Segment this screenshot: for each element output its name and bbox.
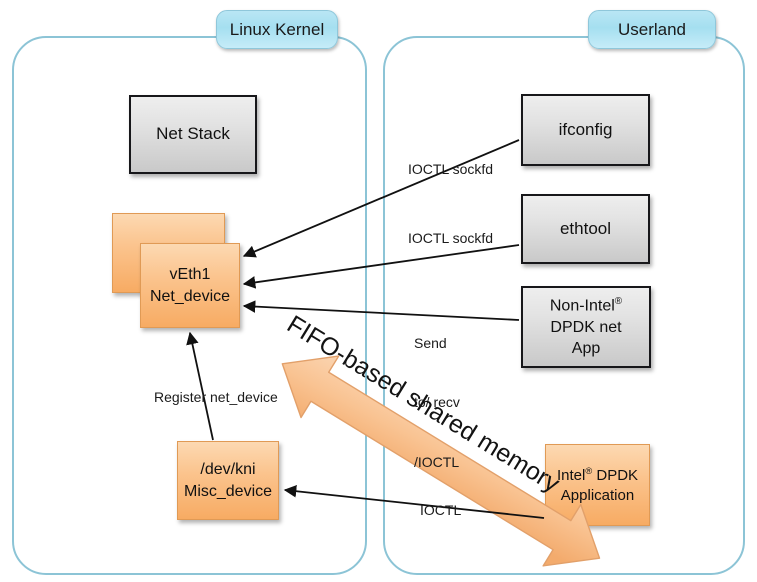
box-net-stack-label: Net Stack (156, 124, 230, 144)
registered-trademark-icon: ® (585, 465, 593, 476)
box-non-intel-line2: DPDK net (550, 318, 622, 336)
box-intel-dpdk-line1-rest: DPDK (592, 466, 639, 484)
box-intel-dpdk-application: Intel® DPDK Application (545, 444, 650, 526)
box-dev-kni-line2: Misc_device (183, 482, 273, 500)
panel-userland (383, 36, 745, 575)
label-register-net-device: Register net_device (154, 389, 278, 405)
box-veth1-line2: Net_device (149, 287, 231, 305)
box-ifconfig-label: ifconfig (558, 119, 613, 139)
box-dev-kni-line1: /dev/kni (200, 461, 256, 479)
box-intel-dpdk-line1-text: Intel (556, 466, 586, 484)
box-veth1-line1: vEth1 (169, 266, 211, 284)
box-ifconfig: ifconfig (521, 94, 650, 166)
box-ethtool: ethtool (521, 194, 650, 264)
connector-nonintel-to-veth1 (242, 300, 520, 321)
fifo-shared-memory-arrow (281, 355, 601, 567)
box-non-intel-line3: App (571, 339, 601, 357)
box-non-intel-dpdk-net-app: Non-Intel® DPDK net App (521, 286, 651, 368)
label-send-line2: to/ recv (414, 394, 460, 411)
panel-title-linux-kernel: Linux Kernel (216, 10, 338, 49)
label-send-line1: Send (414, 334, 447, 351)
connector-ethtool-to-veth1 (242, 244, 520, 289)
label-send-recv-ioctl: Send to/ recv /IOCTL (414, 294, 460, 513)
box-dev-kni-misc-device: /dev/kni Misc_device (177, 441, 279, 520)
box-ethtool-label: ethtool (559, 218, 612, 238)
panel-title-linux-kernel-label: Linux Kernel (229, 19, 325, 39)
connector-devkni-to-veth1 (186, 331, 214, 441)
connector-inteldpdk-to-devkni (283, 484, 545, 519)
box-intel-dpdk-line1: Intel® DPDK (557, 465, 638, 486)
label-send-line3: /IOCTL (414, 454, 460, 470)
label-ioctl-sockfd-ifconfig: IOCTL sockfd (408, 161, 494, 177)
box-intel-dpdk-line2: Application (560, 486, 635, 504)
panel-title-userland: Userland (588, 10, 716, 49)
panel-title-userland-label: Userland (617, 19, 687, 39)
connector-ifconfig-to-veth1 (242, 139, 520, 258)
label-ioctl-devkni: IOCTL (420, 502, 462, 518)
registered-trademark-icon: ® (614, 295, 623, 307)
panel-linux-kernel (12, 36, 367, 575)
box-non-intel-line1: Non-Intel® (550, 295, 622, 317)
label-ioctl-sockfd-ethtool: IOCTL sockfd (408, 230, 494, 246)
box-veth1-net-device: vEth1 Net_device (140, 243, 240, 328)
box-non-intel-line1-text: Non-Intel (549, 297, 615, 315)
box-net-stack: Net Stack (129, 95, 257, 174)
